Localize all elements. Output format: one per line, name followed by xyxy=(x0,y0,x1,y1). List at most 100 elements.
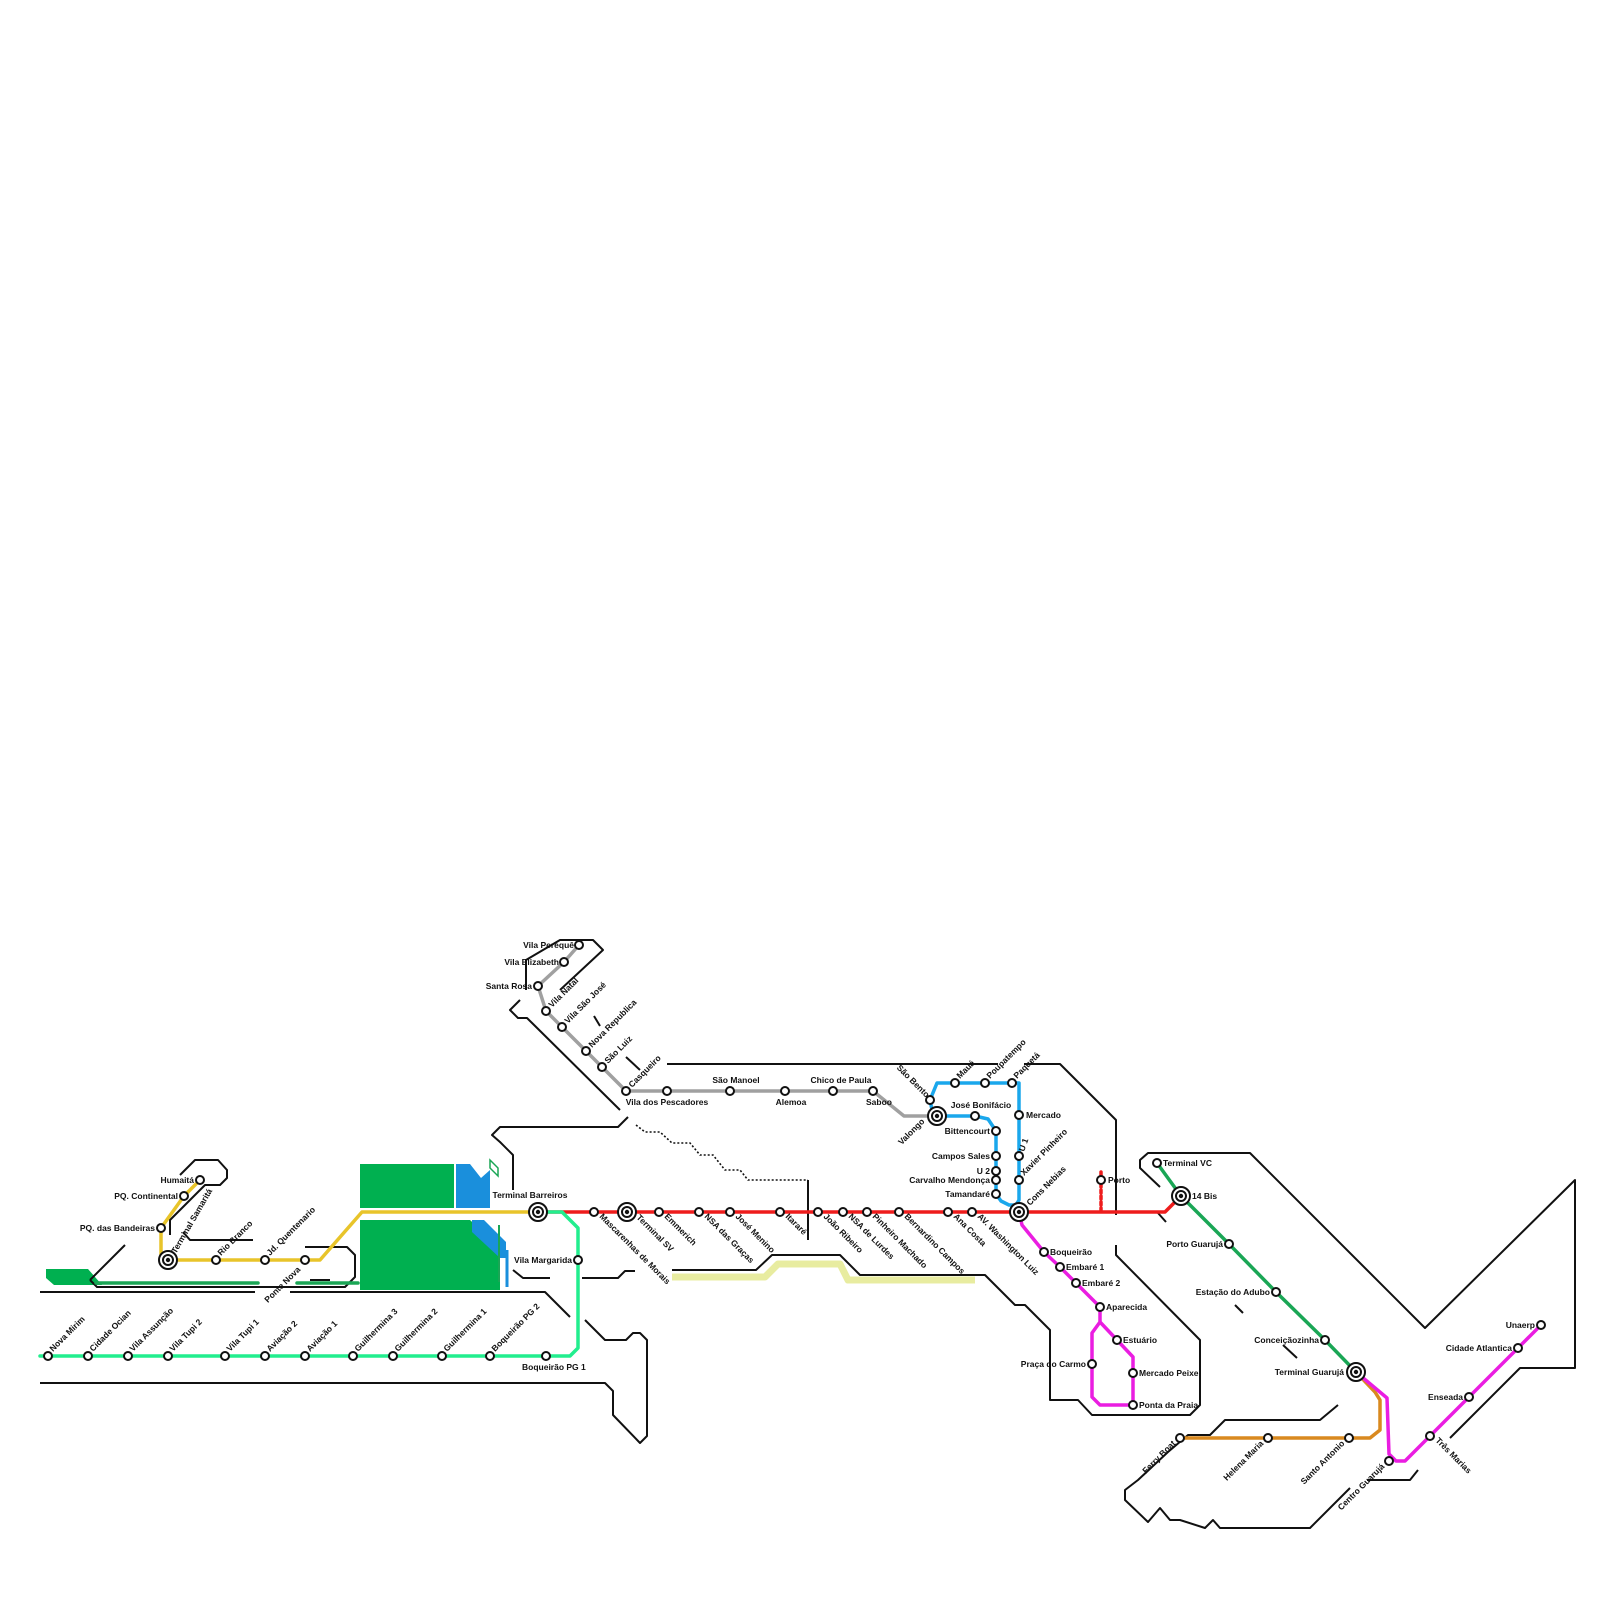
station-aparecida xyxy=(1095,1302,1105,1312)
label-centro-guaruja: Centro Guarujá xyxy=(1336,1461,1387,1512)
stations xyxy=(43,940,1546,1466)
label-jose-bonifacio: José Bonifácio xyxy=(951,1100,1011,1110)
label-terminal-guaruja: Terminal Guarujá xyxy=(1275,1367,1345,1377)
station-nova-republica xyxy=(581,1046,591,1056)
station-ana-costa xyxy=(943,1207,953,1217)
coast-vila-pereque xyxy=(525,939,604,991)
coast-center-north xyxy=(512,1269,635,1279)
station-aviacao-2 xyxy=(260,1351,270,1361)
station-praca-do-carmo xyxy=(1087,1359,1097,1369)
coast-vc xyxy=(1139,1152,1576,1439)
park-outline-small xyxy=(489,1158,499,1178)
label-aviacao-1: Aviação 1 xyxy=(304,1318,339,1353)
station-embare-2 xyxy=(1071,1278,1081,1288)
station-porto xyxy=(1096,1175,1106,1185)
label-casqueiro: Casqueiro xyxy=(626,1053,662,1089)
station-humaita xyxy=(195,1175,205,1185)
station-ferry-boat xyxy=(1175,1433,1185,1443)
label-conceicaozinha: Conceiçãozinha xyxy=(1254,1335,1319,1345)
label-mercado: Mercado xyxy=(1026,1110,1061,1120)
station-vila-sao-jose xyxy=(557,1022,567,1032)
station-sao-luiz xyxy=(597,1062,607,1072)
line-magenta-guaruja xyxy=(1354,1323,1543,1463)
label-maua: Mauá xyxy=(954,1058,977,1081)
station-jose-menino xyxy=(725,1207,735,1217)
beach-strip-shape xyxy=(672,1260,975,1284)
water-areas xyxy=(456,1164,509,1287)
station-pq-continental xyxy=(179,1191,189,1201)
station-helena-maria xyxy=(1263,1433,1273,1443)
station-av-washington-luiz xyxy=(967,1207,977,1217)
hub-dot-valongo xyxy=(934,1113,940,1119)
line-orange xyxy=(1178,1370,1382,1440)
station-nsa-de-lurdes xyxy=(838,1207,848,1217)
station-guilhermina-1 xyxy=(437,1351,447,1361)
station-rio-branco xyxy=(211,1255,221,1265)
label-jd-quentenario: Jd. Quentenario xyxy=(264,1205,317,1258)
station-vila-pereque xyxy=(574,940,584,950)
park-block-north xyxy=(360,1164,454,1208)
label-u1: U 1 xyxy=(1016,1137,1030,1153)
label-av-washington-luiz: AV. Washington Luiz xyxy=(976,1211,1042,1277)
label-u2: U 2 xyxy=(977,1166,991,1176)
label-pq-das-bandeiras: PQ. das Bandeiras xyxy=(80,1223,155,1233)
label-mercado-peixe: Mercado Peixe xyxy=(1139,1368,1199,1378)
label-boqueirao-pg1: Boqueirão PG 1 xyxy=(522,1362,586,1372)
label-saboo: Saboo xyxy=(866,1097,892,1107)
station-vila-tupi-1 xyxy=(220,1351,230,1361)
label-porto: Porto xyxy=(1108,1175,1130,1185)
label-vila-dos-pescadores: Vila dos Pescadores xyxy=(626,1097,709,1107)
station-unaerp xyxy=(1536,1320,1546,1330)
label-terminal-barreiros: Terminal Barreiros xyxy=(493,1190,568,1200)
label-rio-branco: Rio Branco xyxy=(215,1218,254,1257)
station-enseada xyxy=(1464,1392,1474,1402)
label-boqueirao-pg2: Boqueirão PG 2 xyxy=(489,1301,541,1353)
coast-porto-east xyxy=(672,1245,1201,1416)
line-red xyxy=(536,1194,1183,1214)
station-sao-manoel xyxy=(725,1086,735,1096)
label-estuario: Estuário xyxy=(1123,1335,1157,1345)
station-embare-1 xyxy=(1055,1262,1065,1272)
label-vila-margarida: Vila Margarida xyxy=(514,1255,572,1265)
coast-samarita xyxy=(89,1244,356,1288)
station-saboo xyxy=(868,1086,878,1096)
station-estacao-do-adubo xyxy=(1271,1287,1281,1297)
beach-strip xyxy=(672,1260,975,1284)
station-centro-guaruja xyxy=(1384,1456,1394,1466)
station-casqueiro xyxy=(621,1086,631,1096)
station-maua xyxy=(950,1078,960,1088)
coastlines xyxy=(40,939,1576,1529)
station-jd-quentenario xyxy=(260,1255,270,1265)
station-santa-rosa xyxy=(533,981,543,991)
station-campos-sales xyxy=(991,1151,1001,1161)
coast-barreiros xyxy=(491,1116,629,1190)
coast-humaita xyxy=(169,1159,228,1235)
station-mercado-peixe xyxy=(1128,1368,1138,1378)
station-boqueirao-pg1 xyxy=(541,1351,551,1361)
station-cidade-atlantica xyxy=(1513,1343,1523,1353)
label-santa-rosa: Santa Rosa xyxy=(486,981,533,991)
hub-dot-terminal-guaruja xyxy=(1353,1369,1359,1375)
station-tres-marias xyxy=(1425,1431,1435,1441)
station-vila-tupi-2 xyxy=(163,1351,173,1361)
line-magenta-santos xyxy=(1017,1210,1135,1407)
station-nova-mirim xyxy=(43,1351,53,1361)
coast-dash1 xyxy=(593,1015,641,1071)
hub-dot-terminal-sv xyxy=(624,1209,630,1215)
station-conceicaozinha xyxy=(1320,1335,1330,1345)
station-ponte-nova xyxy=(300,1255,310,1265)
label-aviacao-2: Aviação 2 xyxy=(264,1318,299,1353)
park-areas xyxy=(46,1158,500,1290)
water-block-south xyxy=(472,1220,506,1258)
label-embare-2: Embaré 2 xyxy=(1082,1278,1121,1288)
label-bittencourt: Bittencourt xyxy=(945,1126,991,1136)
label-unaerp: Unaerp xyxy=(1506,1320,1535,1330)
label-sao-bento: São Bento xyxy=(895,1063,932,1100)
water-block-north xyxy=(456,1164,490,1208)
station-bittencourt xyxy=(991,1126,1001,1136)
station-estuario xyxy=(1112,1335,1122,1345)
station-alemoa xyxy=(780,1086,790,1096)
station-u1 xyxy=(1014,1151,1024,1161)
